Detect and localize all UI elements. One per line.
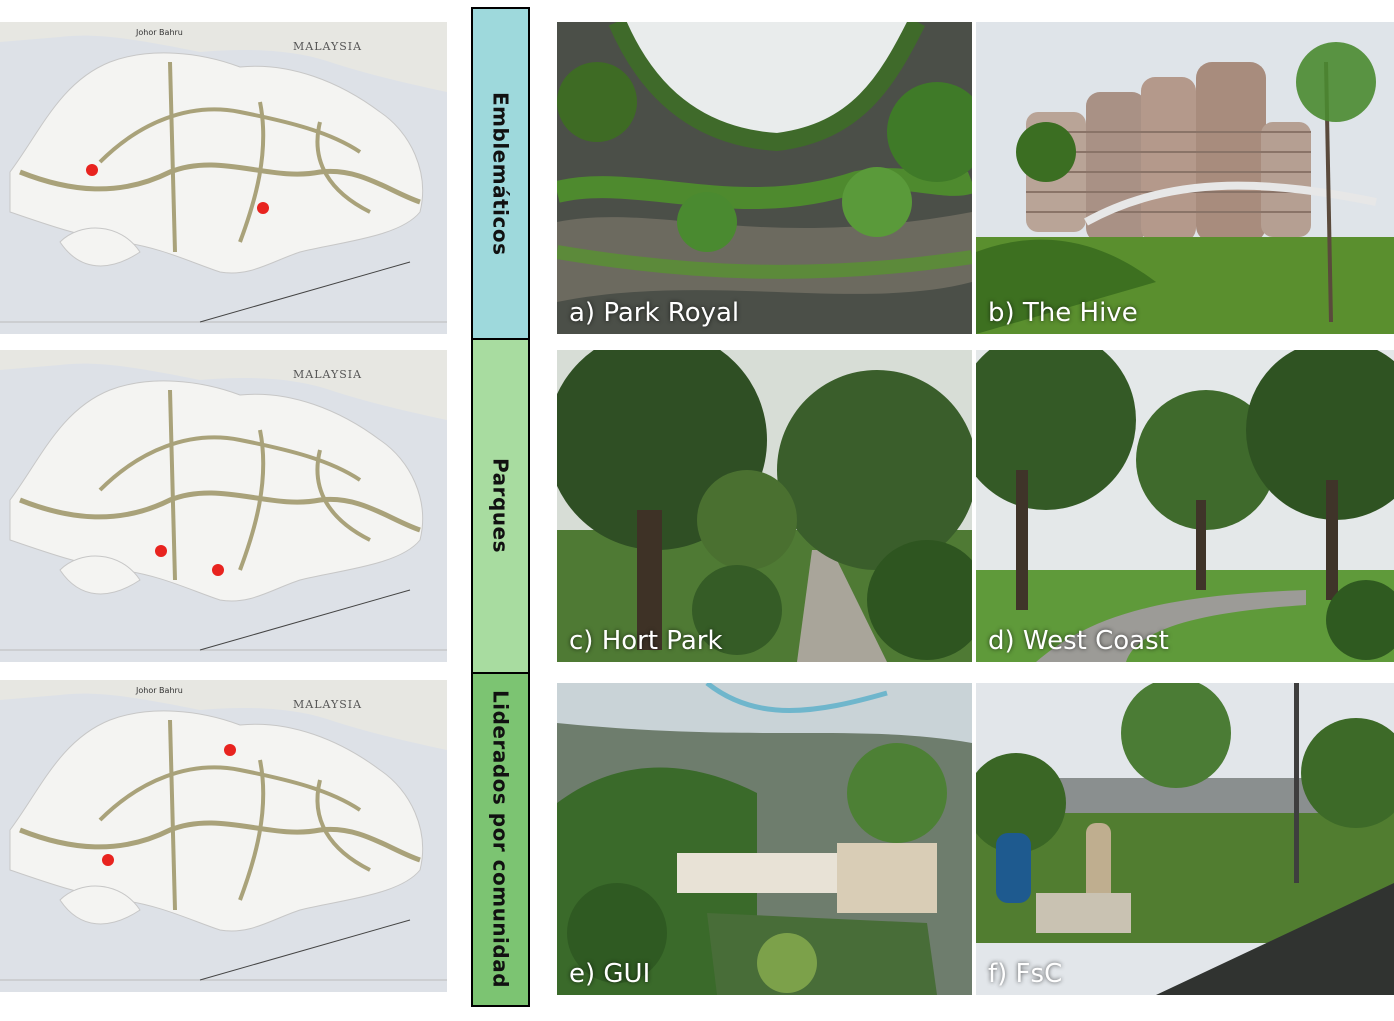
- singapore-map-image: [0, 350, 447, 662]
- map-city-label: Johor Bahru: [136, 686, 183, 695]
- map-country-label: MALAYSIA: [293, 368, 363, 381]
- category-label: Liderados por comunidad: [488, 690, 513, 989]
- photo-west-coast: d) West Coast: [976, 350, 1394, 662]
- photo-caption: d) West Coast: [988, 626, 1169, 656]
- category-band-comunidad: Liderados por comunidad: [471, 672, 530, 1007]
- park-lawn-photo: [976, 350, 1394, 662]
- photo-caption: b) The Hive: [988, 298, 1138, 328]
- category-label: Emblemáticos: [488, 91, 513, 256]
- map-marker-a: [257, 202, 269, 214]
- singapore-map-image: [0, 680, 447, 992]
- category-band-parques: Parques: [471, 338, 530, 674]
- photo-fsc: f) FsC: [976, 683, 1394, 995]
- map-marker-f: [102, 854, 114, 866]
- map-country-label: MALAYSIA: [293, 698, 363, 711]
- map-city-label: Johor Bahru: [136, 28, 183, 37]
- photo-park-royal: a) Park Royal: [557, 22, 972, 334]
- map-marker-d: [155, 545, 167, 557]
- photo-hort-park: c) Hort Park: [557, 350, 972, 662]
- map-marker-e: [224, 744, 236, 756]
- photo-caption: a) Park Royal: [569, 298, 740, 328]
- map-comunidad: Johor Bahru MALAYSIA: [0, 680, 447, 992]
- photo-caption: c) Hort Park: [569, 626, 723, 656]
- garden-greenhouse-photo: [557, 683, 972, 995]
- building-towers-photo: [976, 22, 1394, 334]
- park-path-photo: [557, 350, 972, 662]
- photo-caption: f) FsC: [988, 959, 1063, 989]
- photo-the-hive: b) The Hive: [976, 22, 1394, 334]
- map-marker-b: [86, 164, 98, 176]
- map-parques: MALAYSIA: [0, 350, 447, 662]
- photo-caption: e) GUI: [569, 959, 651, 989]
- singapore-map-image: [0, 22, 447, 334]
- category-band-emblematicos: Emblemáticos: [471, 7, 530, 340]
- community-garden-photo: [976, 683, 1394, 995]
- map-emblematicos: Johor Bahru MALAYSIA: [0, 22, 447, 334]
- category-label: Parques: [488, 458, 513, 554]
- photo-gui: e) GUI: [557, 683, 972, 995]
- building-greenery-photo: [557, 22, 972, 334]
- map-marker-c: [212, 564, 224, 576]
- map-country-label: MALAYSIA: [293, 40, 363, 53]
